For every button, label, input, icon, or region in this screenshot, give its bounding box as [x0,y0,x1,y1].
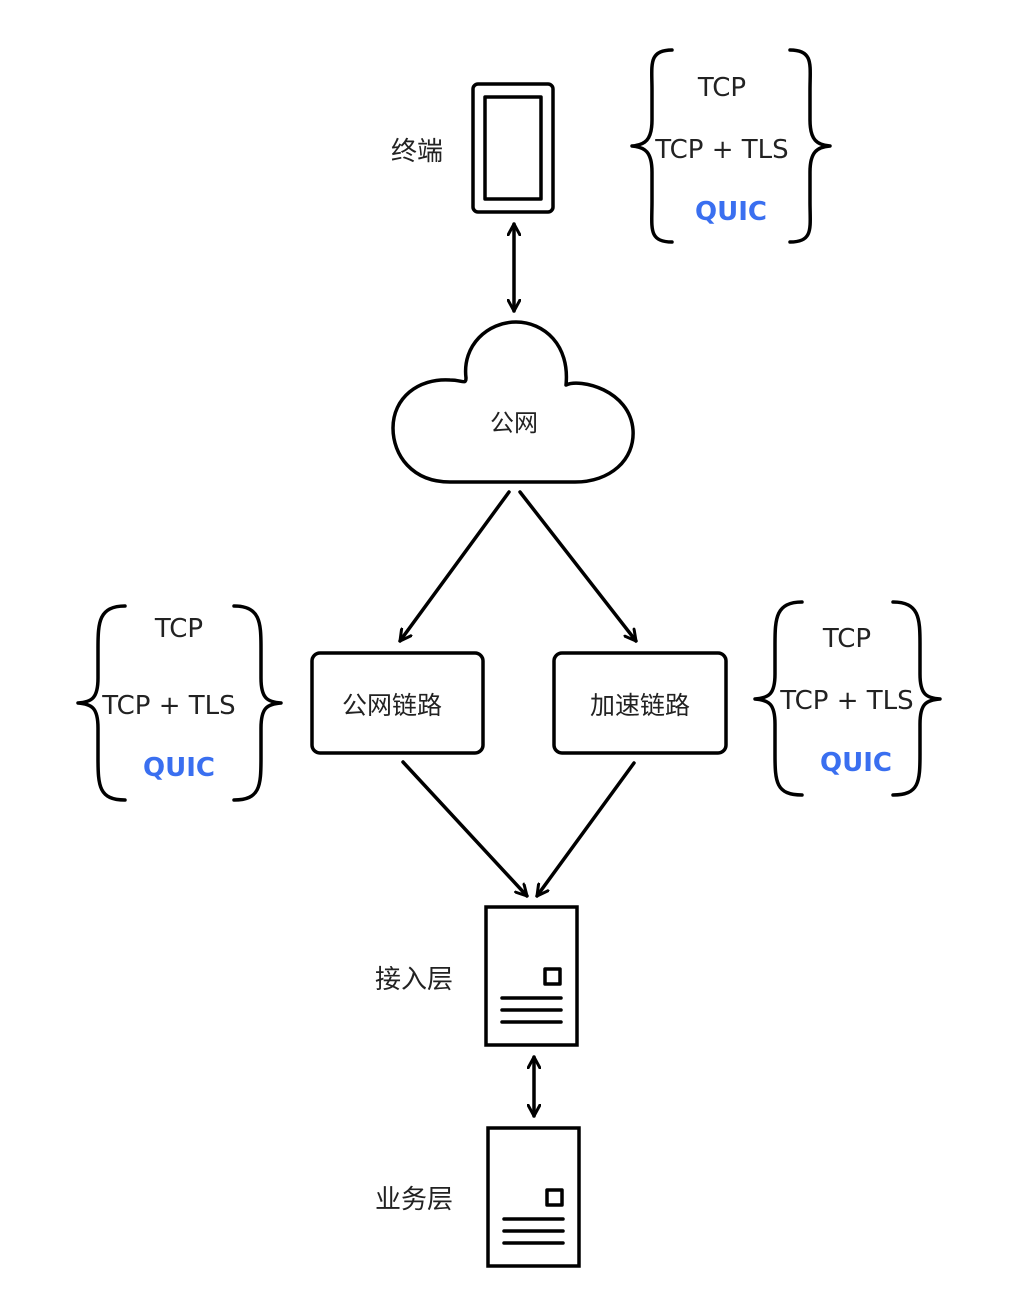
server-icon [484,905,579,1047]
protocol-item-tcp-tls: TCP + TLS [101,691,235,721]
public-link-box [310,651,485,755]
protocol-item-tcp: TCP [822,624,871,654]
phone-icon [471,82,555,214]
left-brace-icon [630,48,674,244]
accel-link-label: 加速链路 [590,691,690,720]
cloud-icon [391,320,635,484]
public-link-node: 公网链路 [310,651,485,755]
server-indicator [545,1188,564,1207]
public-link-access-arrow [401,760,529,898]
terminal-node: 终端 [391,82,555,214]
server-icon [486,1126,581,1268]
protocol-item-quic: QUIC [143,753,215,783]
accel-link-access-arrow [535,761,636,898]
right-brace-icon [891,600,942,797]
protocol-item-quic: QUIC [820,748,892,778]
cloud-public-link-arrow [398,490,511,643]
right-brace-icon [788,48,832,244]
protocol-item-quic: QUIC [695,197,767,227]
protocol-group-accel-link: TCP TCP + TLS QUIC [753,600,942,797]
public-net-label: 公网 [490,409,538,437]
right-brace-icon [232,604,283,802]
protocol-item-tcp-tls: TCP + TLS [779,686,913,716]
cloud-accel-link-arrow [518,490,638,643]
public-net-node: 公网 [391,320,635,484]
protocol-group-public-link: TCP TCP + TLS QUIC [76,604,283,802]
phone-screen [483,95,543,201]
access-layer-label: 接入层 [375,965,453,995]
left-brace-icon [753,600,804,797]
left-brace-icon [76,604,127,802]
business-layer-node: 业务层 [375,1126,581,1268]
server-indicator [543,967,562,986]
access-layer-node: 接入层 [375,905,579,1047]
accel-link-node: 加速链路 [552,651,728,755]
protocol-item-tcp-tls: TCP + TLS [654,135,788,165]
accel-link-box [552,651,728,755]
business-layer-label: 业务层 [375,1185,453,1215]
protocol-group-terminal: TCP TCP + TLS QUIC [630,48,832,244]
public-link-label: 公网链路 [342,691,442,720]
terminal-label: 终端 [391,137,443,167]
protocol-item-tcp: TCP [697,73,746,103]
protocol-item-tcp: TCP [154,614,203,644]
